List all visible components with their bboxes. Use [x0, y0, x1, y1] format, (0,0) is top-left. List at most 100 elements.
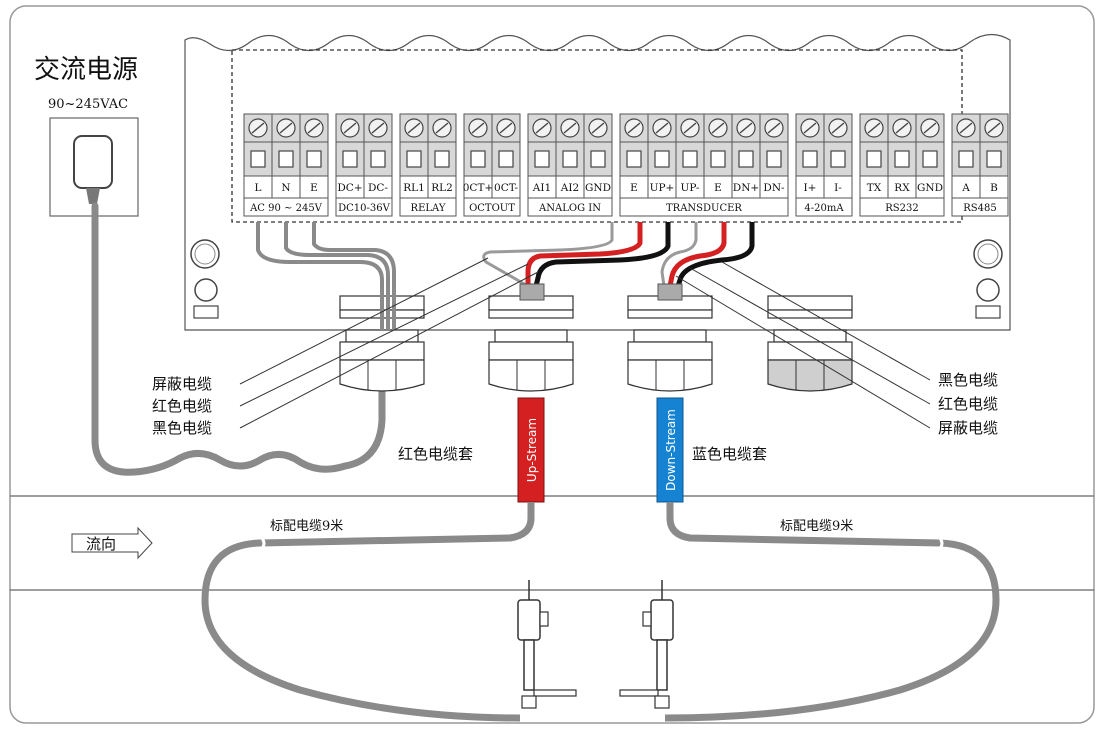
- terminal-group: 0CT+0CT- OCTOUT: [463, 113, 521, 217]
- downstream-sleeve-label: 蓝色电缆套: [692, 445, 767, 463]
- terminal: E: [703, 113, 733, 199]
- terminal-socket: [434, 150, 450, 168]
- terminal-label: E: [310, 182, 318, 194]
- terminal-socket: [830, 150, 846, 168]
- terminal: N: [271, 113, 301, 199]
- upstream-sensor-label: Up-Stream: [525, 418, 539, 482]
- terminal-socket: [498, 150, 514, 168]
- terminal-label: L: [255, 182, 262, 194]
- terminal-socket: [562, 150, 578, 168]
- terminal-label: 0CT+: [463, 182, 494, 194]
- left-callout-shield: 屏蔽电缆: [152, 375, 212, 393]
- terminal-group-label: AC 90 ~ 245V: [249, 203, 323, 214]
- cable-right-label: 标配电缆9米: [780, 518, 853, 534]
- terminal-label: RL1: [403, 182, 425, 194]
- terminal-label: RL2: [431, 182, 453, 194]
- terminal-socket: [590, 150, 606, 168]
- terminal-socket: [894, 150, 910, 168]
- housing-left-knobs: [190, 239, 220, 319]
- outer-frame: [9, 5, 1095, 724]
- terminal: RX: [887, 113, 917, 199]
- left-callout-lines: [239, 257, 539, 429]
- terminal-group-label: DC10-36V: [338, 203, 390, 214]
- terminal-socket: [278, 150, 294, 168]
- terminal-socket: [250, 150, 266, 168]
- downstream-sensor-label: Down-Stream: [664, 409, 678, 491]
- left-callout-black: 黑色电缆: [152, 419, 212, 437]
- terminal: GND: [583, 113, 613, 199]
- upstream-sleeve-label: 红色电缆套: [398, 445, 473, 463]
- terminal-socket: [986, 150, 1002, 168]
- terminal: 0CT-: [491, 113, 521, 199]
- terminal: GND: [915, 113, 945, 199]
- terminal-socket: [766, 150, 782, 168]
- terminal-socket: [866, 150, 882, 168]
- right-callout-lines: [675, 261, 931, 429]
- cable-gland: [767, 295, 853, 392]
- terminal-socket: [922, 150, 938, 168]
- right-callout-black: 黑色电缆: [938, 371, 998, 389]
- terminal-label: E: [714, 182, 722, 194]
- terminal-label: DC+: [337, 182, 362, 194]
- downstream-transducer: [619, 580, 674, 709]
- upstream-wires: [482, 222, 671, 287]
- downstream-sensor-cap: [657, 283, 683, 301]
- terminal: DC+: [335, 113, 365, 199]
- terminal: L: [243, 113, 273, 199]
- terminal: RL2: [427, 113, 457, 199]
- terminal: RL1: [399, 113, 429, 199]
- flow-arrow: 流向: [71, 526, 153, 560]
- upstream-transducer: [517, 580, 577, 709]
- terminal-label: I+: [804, 182, 817, 194]
- terminal: 0CT+: [463, 113, 494, 199]
- pipe: [10, 495, 1094, 591]
- terminal: E: [299, 113, 329, 199]
- terminal-group-label: ANALOG IN: [538, 203, 601, 214]
- terminal-label: GND: [917, 182, 943, 194]
- terminal-label: DN+: [733, 182, 759, 194]
- terminal-label: E: [630, 182, 638, 194]
- terminal-group: AI1 AI2 GND ANALOG IN: [527, 113, 613, 217]
- terminal-socket: [682, 150, 698, 168]
- terminal-group-label: RS485: [963, 203, 996, 214]
- terminal-group-label: 4-20mA: [804, 203, 844, 214]
- voltage-label: 90~245VAC: [48, 97, 128, 112]
- terminal-group-label: RELAY: [411, 203, 446, 214]
- terminal: I-: [823, 113, 853, 199]
- cable-break-marks: [260, 537, 944, 550]
- terminal: AI2: [555, 113, 585, 199]
- terminal-socket: [406, 150, 422, 168]
- terminal-label: DC-: [368, 182, 388, 194]
- terminal: UP+: [647, 113, 677, 199]
- terminal-group-label: TRANSDUCER: [666, 203, 742, 214]
- terminal-label: GND: [585, 182, 611, 194]
- downstream-wires: [660, 222, 755, 287]
- terminal-socket: [342, 150, 358, 168]
- terminal-label: A: [961, 182, 970, 194]
- upstream-cable: [201, 502, 535, 722]
- downstream-cable: [664, 502, 1000, 722]
- cable-gland: [627, 295, 713, 392]
- terminal-socket: [710, 150, 726, 168]
- terminal: TX: [859, 113, 889, 199]
- terminal: A: [951, 113, 981, 199]
- terminal-socket: [626, 150, 642, 168]
- terminal-label: AI2: [560, 182, 579, 194]
- terminal-socket: [370, 150, 386, 168]
- terminal: AI1: [527, 113, 557, 199]
- terminal-socket: [470, 150, 486, 168]
- right-callout-shield: 屏蔽电缆: [938, 419, 998, 437]
- terminal-group-label: OCTOUT: [469, 203, 515, 214]
- terminal-socket: [738, 150, 754, 168]
- left-callout-red: 红色电缆: [152, 397, 212, 415]
- terminal-group: I+ I- 4-20mA: [795, 113, 853, 217]
- terminal-label: AI1: [532, 182, 551, 194]
- right-callout-red: 红色电缆: [938, 395, 998, 413]
- terminal-label: UP+: [650, 182, 675, 194]
- housing-right-knobs: [973, 239, 1003, 319]
- terminal-socket: [802, 150, 818, 168]
